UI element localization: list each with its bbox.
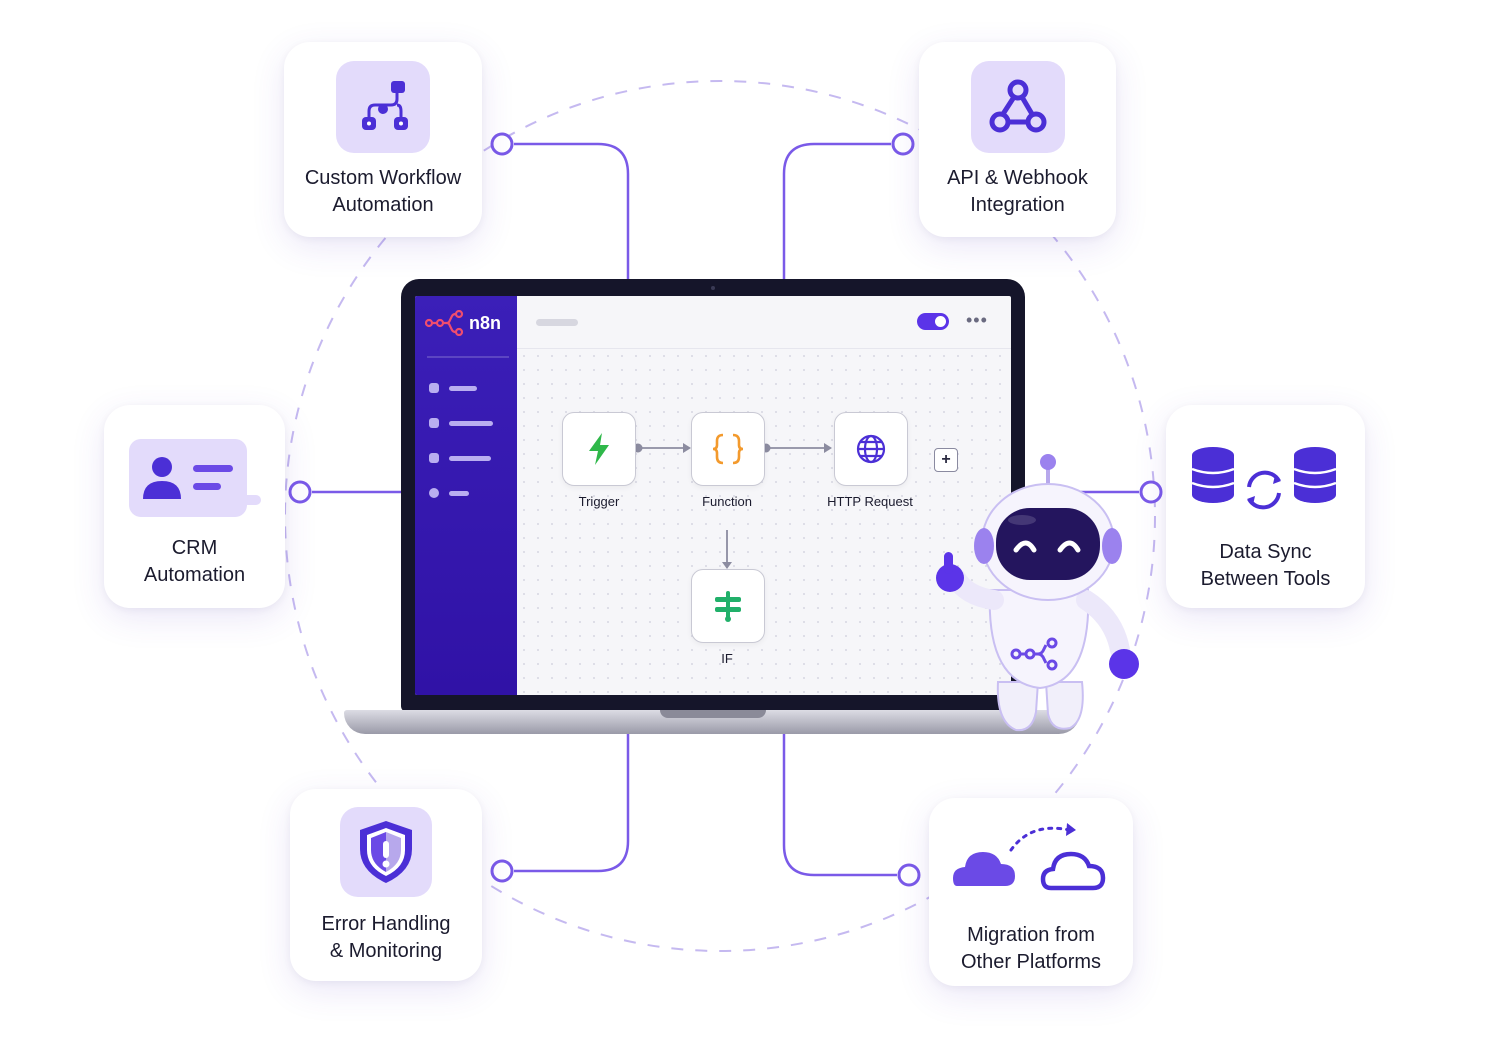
user-icon xyxy=(429,383,439,393)
connector-migration xyxy=(782,734,897,877)
card-label-migration: Migration from Other Platforms xyxy=(960,924,1102,973)
n8n-logo-icon xyxy=(425,310,464,336)
app-logo-text: n8n xyxy=(469,312,502,333)
connector-dot-webhook xyxy=(891,132,915,156)
laptop-camera xyxy=(711,286,715,290)
node-label-if: IF xyxy=(721,651,733,666)
node-label-function: Function xyxy=(702,494,752,509)
laptop-notch xyxy=(660,710,766,718)
shield-alert-icon xyxy=(340,807,432,897)
database-sync-icon xyxy=(1191,445,1341,513)
workflow-name-placeholder[interactable] xyxy=(536,319,578,326)
topbar-divider xyxy=(517,348,1011,349)
node-edges xyxy=(633,443,832,569)
connector-dot-migration xyxy=(897,863,921,887)
connector-workflow xyxy=(514,142,630,279)
sidebar-item-1[interactable] xyxy=(429,383,477,393)
card-label-api-webhook: API & Webhook Integration xyxy=(947,167,1088,216)
card-label-crm: CRM Automation xyxy=(143,537,246,586)
cloud-migration-icon xyxy=(951,820,1111,894)
card-label-custom-workflow: Custom Workflow Automation xyxy=(304,167,462,216)
app-sidebar: n8n xyxy=(415,296,517,695)
workflow-icon xyxy=(336,61,430,153)
globe-icon xyxy=(856,434,886,464)
card-label-data-sync: Data Sync Between Tools xyxy=(1200,541,1331,590)
sidebar-item-bar xyxy=(449,385,477,391)
connector-dot-crm xyxy=(288,480,312,504)
robot-mascot xyxy=(936,454,1139,732)
signpost-icon xyxy=(715,591,741,622)
n8n-logo[interactable]: n8n xyxy=(425,310,501,336)
user-icon xyxy=(429,488,439,498)
add-node-button[interactable]: + xyxy=(934,448,958,472)
curly-braces-icon xyxy=(712,433,744,465)
sidebar-item-4[interactable] xyxy=(429,488,469,498)
user-icon xyxy=(429,418,439,428)
connector-error xyxy=(514,734,630,873)
node-label-http-request: HTTP Request xyxy=(827,494,913,509)
card-api-webhook: API & Webhook Integration xyxy=(919,42,1116,237)
node-if[interactable] xyxy=(691,569,765,643)
connector-dot-error xyxy=(490,859,514,883)
node-http-request[interactable] xyxy=(834,412,908,486)
user-icon xyxy=(429,453,439,463)
card-crm: CRM Automation xyxy=(104,405,285,608)
sidebar-item-bar xyxy=(449,490,469,496)
connector-dot-datasync xyxy=(1139,480,1163,504)
card-data-sync: Data Sync Between Tools xyxy=(1166,405,1365,608)
dashed-orbit xyxy=(284,80,1156,952)
sidebar-item-3[interactable] xyxy=(429,453,491,463)
n8n-editor-screen: n8n ••• xyxy=(415,296,1011,695)
sidebar-item-2[interactable] xyxy=(429,418,493,428)
workflow-canvas[interactable] xyxy=(517,349,1011,695)
sidebar-item-bar xyxy=(449,455,491,461)
card-label-error-handling: Error Handling & Monitoring xyxy=(321,913,451,962)
more-options-button[interactable]: ••• xyxy=(966,310,988,330)
webhook-icon xyxy=(970,61,1065,153)
node-trigger[interactable] xyxy=(562,412,636,486)
sidebar-item-bar xyxy=(449,420,493,426)
card-error-handling: Error Handling & Monitoring xyxy=(290,789,482,981)
connector-webhook xyxy=(782,142,891,279)
card-custom-workflow: Custom Workflow Automation xyxy=(284,42,482,237)
connector-dot-workflow xyxy=(490,132,514,156)
node-label-trigger: Trigger xyxy=(578,494,620,509)
card-migration: Migration from Other Platforms xyxy=(929,798,1133,986)
node-function[interactable] xyxy=(691,412,765,486)
lightning-icon xyxy=(589,433,609,465)
sidebar-divider xyxy=(427,356,509,358)
contact-card-icon xyxy=(128,439,261,517)
active-toggle[interactable] xyxy=(917,313,949,330)
